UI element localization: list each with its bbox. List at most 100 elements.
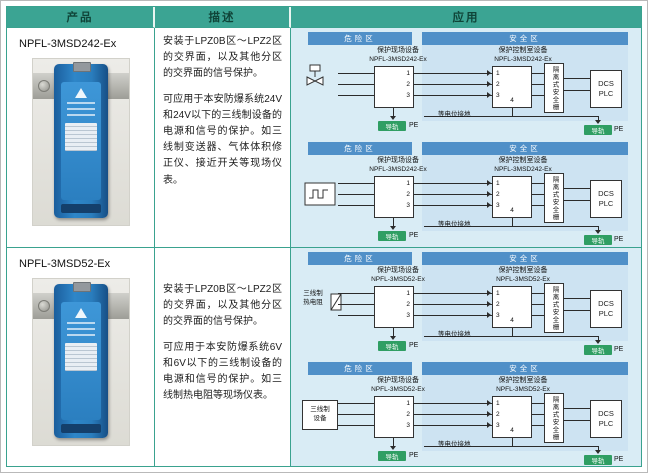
wire xyxy=(532,414,544,415)
terminal-number: 4 xyxy=(510,97,514,104)
terminal-number: 3 xyxy=(406,202,410,209)
product-cell-row1: NPFL-3MSD242-Ex xyxy=(7,28,155,248)
application-cell-row2: 危险区 安全区 保护现场设备 NPFL-3MSD52-Ex 保护控制室设备 NP… xyxy=(291,248,641,466)
spd-control-device-box: 1 2 3 4 xyxy=(492,66,532,108)
field-device-title: 保护现场设备 xyxy=(377,47,419,54)
screw-icon xyxy=(37,300,50,312)
wire xyxy=(414,95,492,96)
spd-field-device-box: 1 2 3 xyxy=(374,176,414,218)
terminal-number: 2 xyxy=(496,191,500,198)
terminal-number: 4 xyxy=(510,427,514,434)
pe-label: PE xyxy=(614,456,624,463)
label-line xyxy=(66,328,95,330)
wire xyxy=(338,293,374,294)
product-name: NPFL-3MSD242-Ex xyxy=(19,38,117,50)
square-wave-signal-icon xyxy=(304,182,336,211)
plc-label: PLC xyxy=(598,419,614,428)
dcs-label: DCS xyxy=(598,298,614,308)
dcs-label: DCS xyxy=(598,408,614,418)
field-equipment-box: 三线制 设备 xyxy=(302,400,338,430)
field-device-model: NPFL-3MSD242-Ex xyxy=(369,55,427,63)
terminal-number: 2 xyxy=(496,81,500,88)
wire xyxy=(564,200,590,201)
control-device-model: NPFL-3MSD242-Ex xyxy=(494,165,552,173)
control-device-title: 保护控制室设备 xyxy=(498,157,548,164)
description-cell-row2: 安装于LPZ0B区～LPZ2区的交界面，以及其他分区的交界面的信号保护。 可应用… xyxy=(155,248,291,466)
arrow-down-icon xyxy=(390,226,396,230)
din-rail-label: 导轨 xyxy=(378,341,406,351)
rtd-sensor-icon xyxy=(329,292,343,317)
safe-zone-label: 安全区 xyxy=(422,32,628,45)
ground-bus-wire xyxy=(424,226,598,227)
control-device-model: NPFL-3MSD52-Ex xyxy=(496,385,550,393)
pe-label: PE xyxy=(409,342,419,349)
arrow-down-icon xyxy=(595,340,601,344)
terminal-number: 1 xyxy=(496,290,500,297)
control-device-title: 保护控制室设备 xyxy=(498,377,548,384)
wire xyxy=(338,194,374,195)
pe-label: PE xyxy=(614,346,624,353)
label-line xyxy=(66,334,95,336)
wire xyxy=(564,90,590,91)
ground-wire xyxy=(393,218,394,227)
hazard-zone-label: 危险区 xyxy=(308,142,412,155)
ground-wire xyxy=(598,336,599,340)
safe-zone-label: 安全区 xyxy=(422,362,628,375)
description-paragraph: 可应用于本安防爆系统6V和6V以下的三线制设备的电源和信号的保护。如三线制热电阻… xyxy=(163,341,282,402)
terminal-number: 1 xyxy=(406,400,410,407)
din-rail-label: 导轨 xyxy=(378,451,406,461)
arrow-down-icon xyxy=(390,446,396,450)
plc-label: PLC xyxy=(598,199,614,208)
wire xyxy=(532,95,544,96)
arrow-right-icon xyxy=(487,422,491,428)
safe-zone-label: 安全区 xyxy=(422,252,628,265)
ground-wire xyxy=(512,328,513,336)
field-device-model: NPFL-3MSD52-Ex xyxy=(371,275,425,283)
wire xyxy=(338,315,374,316)
wire xyxy=(414,293,492,294)
field-device-title: 保护现场设备 xyxy=(377,157,419,164)
field-device-label: 保护现场设备 NPFL-3MSD242-Ex xyxy=(346,47,450,64)
spd-field-device-box: 1 2 3 xyxy=(374,396,414,438)
product-name: NPFL-3MSD52-Ex xyxy=(19,258,111,270)
dcs-label: DCS xyxy=(598,78,614,88)
wire xyxy=(564,188,590,189)
wire xyxy=(414,425,492,426)
control-device-model: NPFL-3MSD52-Ex xyxy=(496,275,550,283)
warning-triangle-icon xyxy=(74,88,87,98)
wire xyxy=(338,304,374,305)
wire xyxy=(532,403,544,404)
equipotential-grounding-label: 等电位接地 xyxy=(438,331,471,338)
ground-wire xyxy=(512,218,513,226)
spd-control-device-box: 1 2 3 4 xyxy=(492,286,532,328)
arrow-down-icon xyxy=(595,450,601,454)
equipotential-grounding-label: 等电位接地 xyxy=(438,221,471,228)
terminal-number: 2 xyxy=(406,191,410,198)
module-footer xyxy=(60,204,101,213)
field-device-label: 保护现场设备 NPFL-3MSD242-Ex xyxy=(346,157,450,174)
control-device-title: 保护控制室设备 xyxy=(498,47,548,54)
diagram-slot: 危险区 安全区 保护现场设备 NPFL-3MSD242-Ex 保护控制室设备 N… xyxy=(291,32,641,136)
wire xyxy=(532,205,544,206)
wire xyxy=(564,408,590,409)
pe-label: PE xyxy=(614,126,624,133)
description-paragraph: 安装于LPZ0B区～LPZ2区的交界面，以及其他分区的交界面的信号保护。 xyxy=(163,36,282,80)
wire xyxy=(414,73,492,74)
terminal-number: 3 xyxy=(496,422,500,429)
product-table: 产品 描述 应用 NPFL-3MSD242-Ex xyxy=(6,6,642,467)
field-device-title: 保护现场设备 xyxy=(377,377,419,384)
source-label-line: 三线制 xyxy=(310,406,330,414)
wire xyxy=(564,298,590,299)
control-device-label: 保护控制室设备 NPFL-3MSD52-Ex xyxy=(464,377,582,394)
hazard-zone-label: 危险区 xyxy=(308,32,412,45)
wire xyxy=(414,194,492,195)
wire xyxy=(532,425,544,426)
dcs-plc-box: DCS PLC xyxy=(590,400,622,438)
wire xyxy=(414,403,492,404)
wire xyxy=(338,73,374,74)
description-paragraph: 安装于LPZ0B区～LPZ2区的交界面，以及其他分区的交界面的信号保护。 xyxy=(163,284,282,328)
pe-label: PE xyxy=(614,236,624,243)
terminal-number: 2 xyxy=(406,81,410,88)
pe-label: PE xyxy=(409,122,419,129)
terminal-number: 2 xyxy=(406,411,410,418)
